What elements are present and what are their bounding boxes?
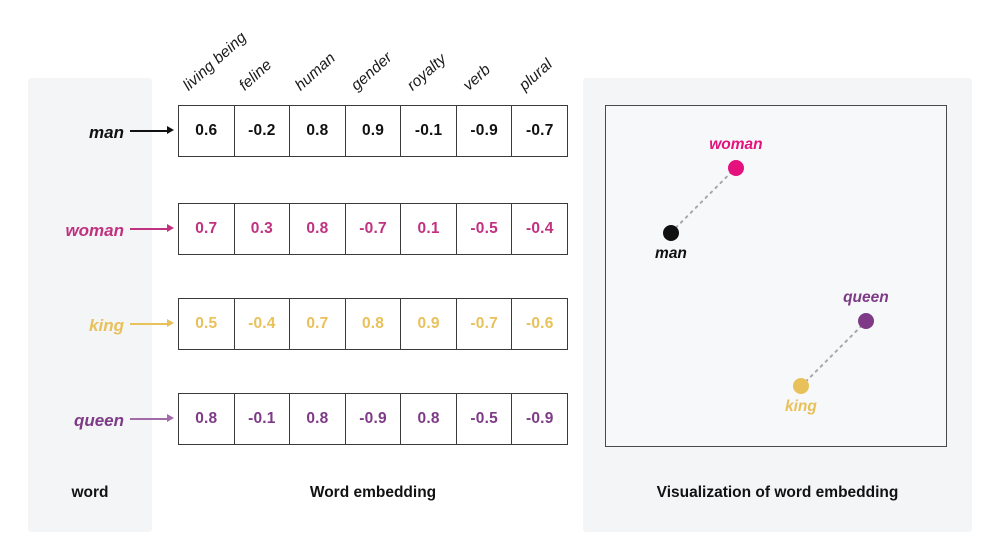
embedding-cell: -0.9 — [346, 394, 402, 444]
arrow-queen — [130, 413, 174, 425]
embedding-row-queen: 0.8 -0.1 0.8 -0.9 0.8 -0.5 -0.9 — [178, 393, 568, 445]
embedding-cell: -0.7 — [346, 204, 402, 254]
embedding-row-man: 0.6 -0.2 0.8 0.9 -0.1 -0.9 -0.7 — [178, 105, 568, 157]
caption-visualization: Visualization of word embedding — [656, 484, 899, 501]
embedding-cell: -0.7 — [526, 122, 554, 139]
embedding-cell: -0.9 — [457, 106, 513, 156]
arrow-woman — [130, 223, 174, 235]
connection-lines — [669, 166, 867, 388]
embedding-cell: 0.8 — [290, 204, 346, 254]
word-label-queen: queen — [73, 411, 124, 430]
embedding-cell: -0.2 — [235, 106, 291, 156]
embedding-cell: -0.5 — [457, 204, 513, 254]
embedding-cell: 0.5 — [179, 299, 235, 349]
word-label-king: king — [89, 316, 124, 335]
arrow-king — [130, 318, 174, 330]
column-header-plural: plural — [515, 55, 556, 95]
word-column-panel — [28, 78, 152, 532]
embedding-cell: 0.8 — [346, 299, 402, 349]
embedding-cell: -0.1 — [401, 106, 457, 156]
embedding-cell: 0.6 — [179, 106, 235, 156]
embedding-cell: 0.1 — [401, 204, 457, 254]
embedding-cell: 0.7 — [179, 204, 235, 254]
embedding-cell: 0.8 — [179, 394, 235, 444]
embedding-row-king: 0.5 -0.4 0.7 0.8 0.9 -0.7 -0.6 — [178, 298, 568, 350]
column-header-group: living being feline human gender royalty… — [178, 0, 578, 95]
scatter-point-woman — [727, 159, 744, 176]
embedding-cell: 0.9 — [346, 106, 402, 156]
embedding-cell: 0.9 — [401, 299, 457, 349]
column-header-feline: feline — [235, 56, 276, 95]
word-label-woman: woman — [65, 221, 124, 240]
caption-word: word — [71, 484, 109, 501]
embedding-cell: -0.9 — [526, 410, 554, 427]
embedding-cell: 0.7 — [290, 299, 346, 349]
caption-word-embedding: Word embedding — [309, 484, 437, 501]
embedding-cell: 0.8 — [290, 106, 346, 156]
embedding-row-woman: 0.7 0.3 0.8 -0.7 0.1 -0.5 -0.4 — [178, 203, 568, 255]
embedding-cell: -0.4 — [235, 299, 291, 349]
embedding-scatter-plot: man woman king queen — [605, 105, 947, 447]
scatter-label-king: king — [785, 398, 817, 416]
column-header-verb: verb — [459, 61, 495, 95]
embedding-cell: -0.7 — [457, 299, 513, 349]
scatter-label-woman: woman — [709, 135, 763, 153]
arrow-man — [130, 125, 174, 137]
embedding-cell: -0.1 — [235, 394, 291, 444]
column-header-royalty: royalty — [403, 50, 450, 95]
embedding-cell: 0.8 — [401, 394, 457, 444]
scatter-point-man — [662, 224, 679, 241]
scatter-label-man: man — [655, 244, 687, 262]
scatter-point-king — [792, 378, 809, 395]
embedding-cell: 0.3 — [235, 204, 291, 254]
embedding-cell: -0.5 — [457, 394, 513, 444]
word-label-man: man — [89, 123, 124, 142]
embedding-cell: 0.8 — [290, 394, 346, 444]
column-header-gender: gender — [347, 48, 396, 95]
scatter-point-queen — [857, 313, 874, 330]
embedding-cell: -0.4 — [526, 220, 554, 237]
column-header-human: human — [291, 49, 339, 95]
embedding-cell: -0.6 — [526, 315, 554, 332]
scatter-label-queen: queen — [843, 289, 889, 307]
